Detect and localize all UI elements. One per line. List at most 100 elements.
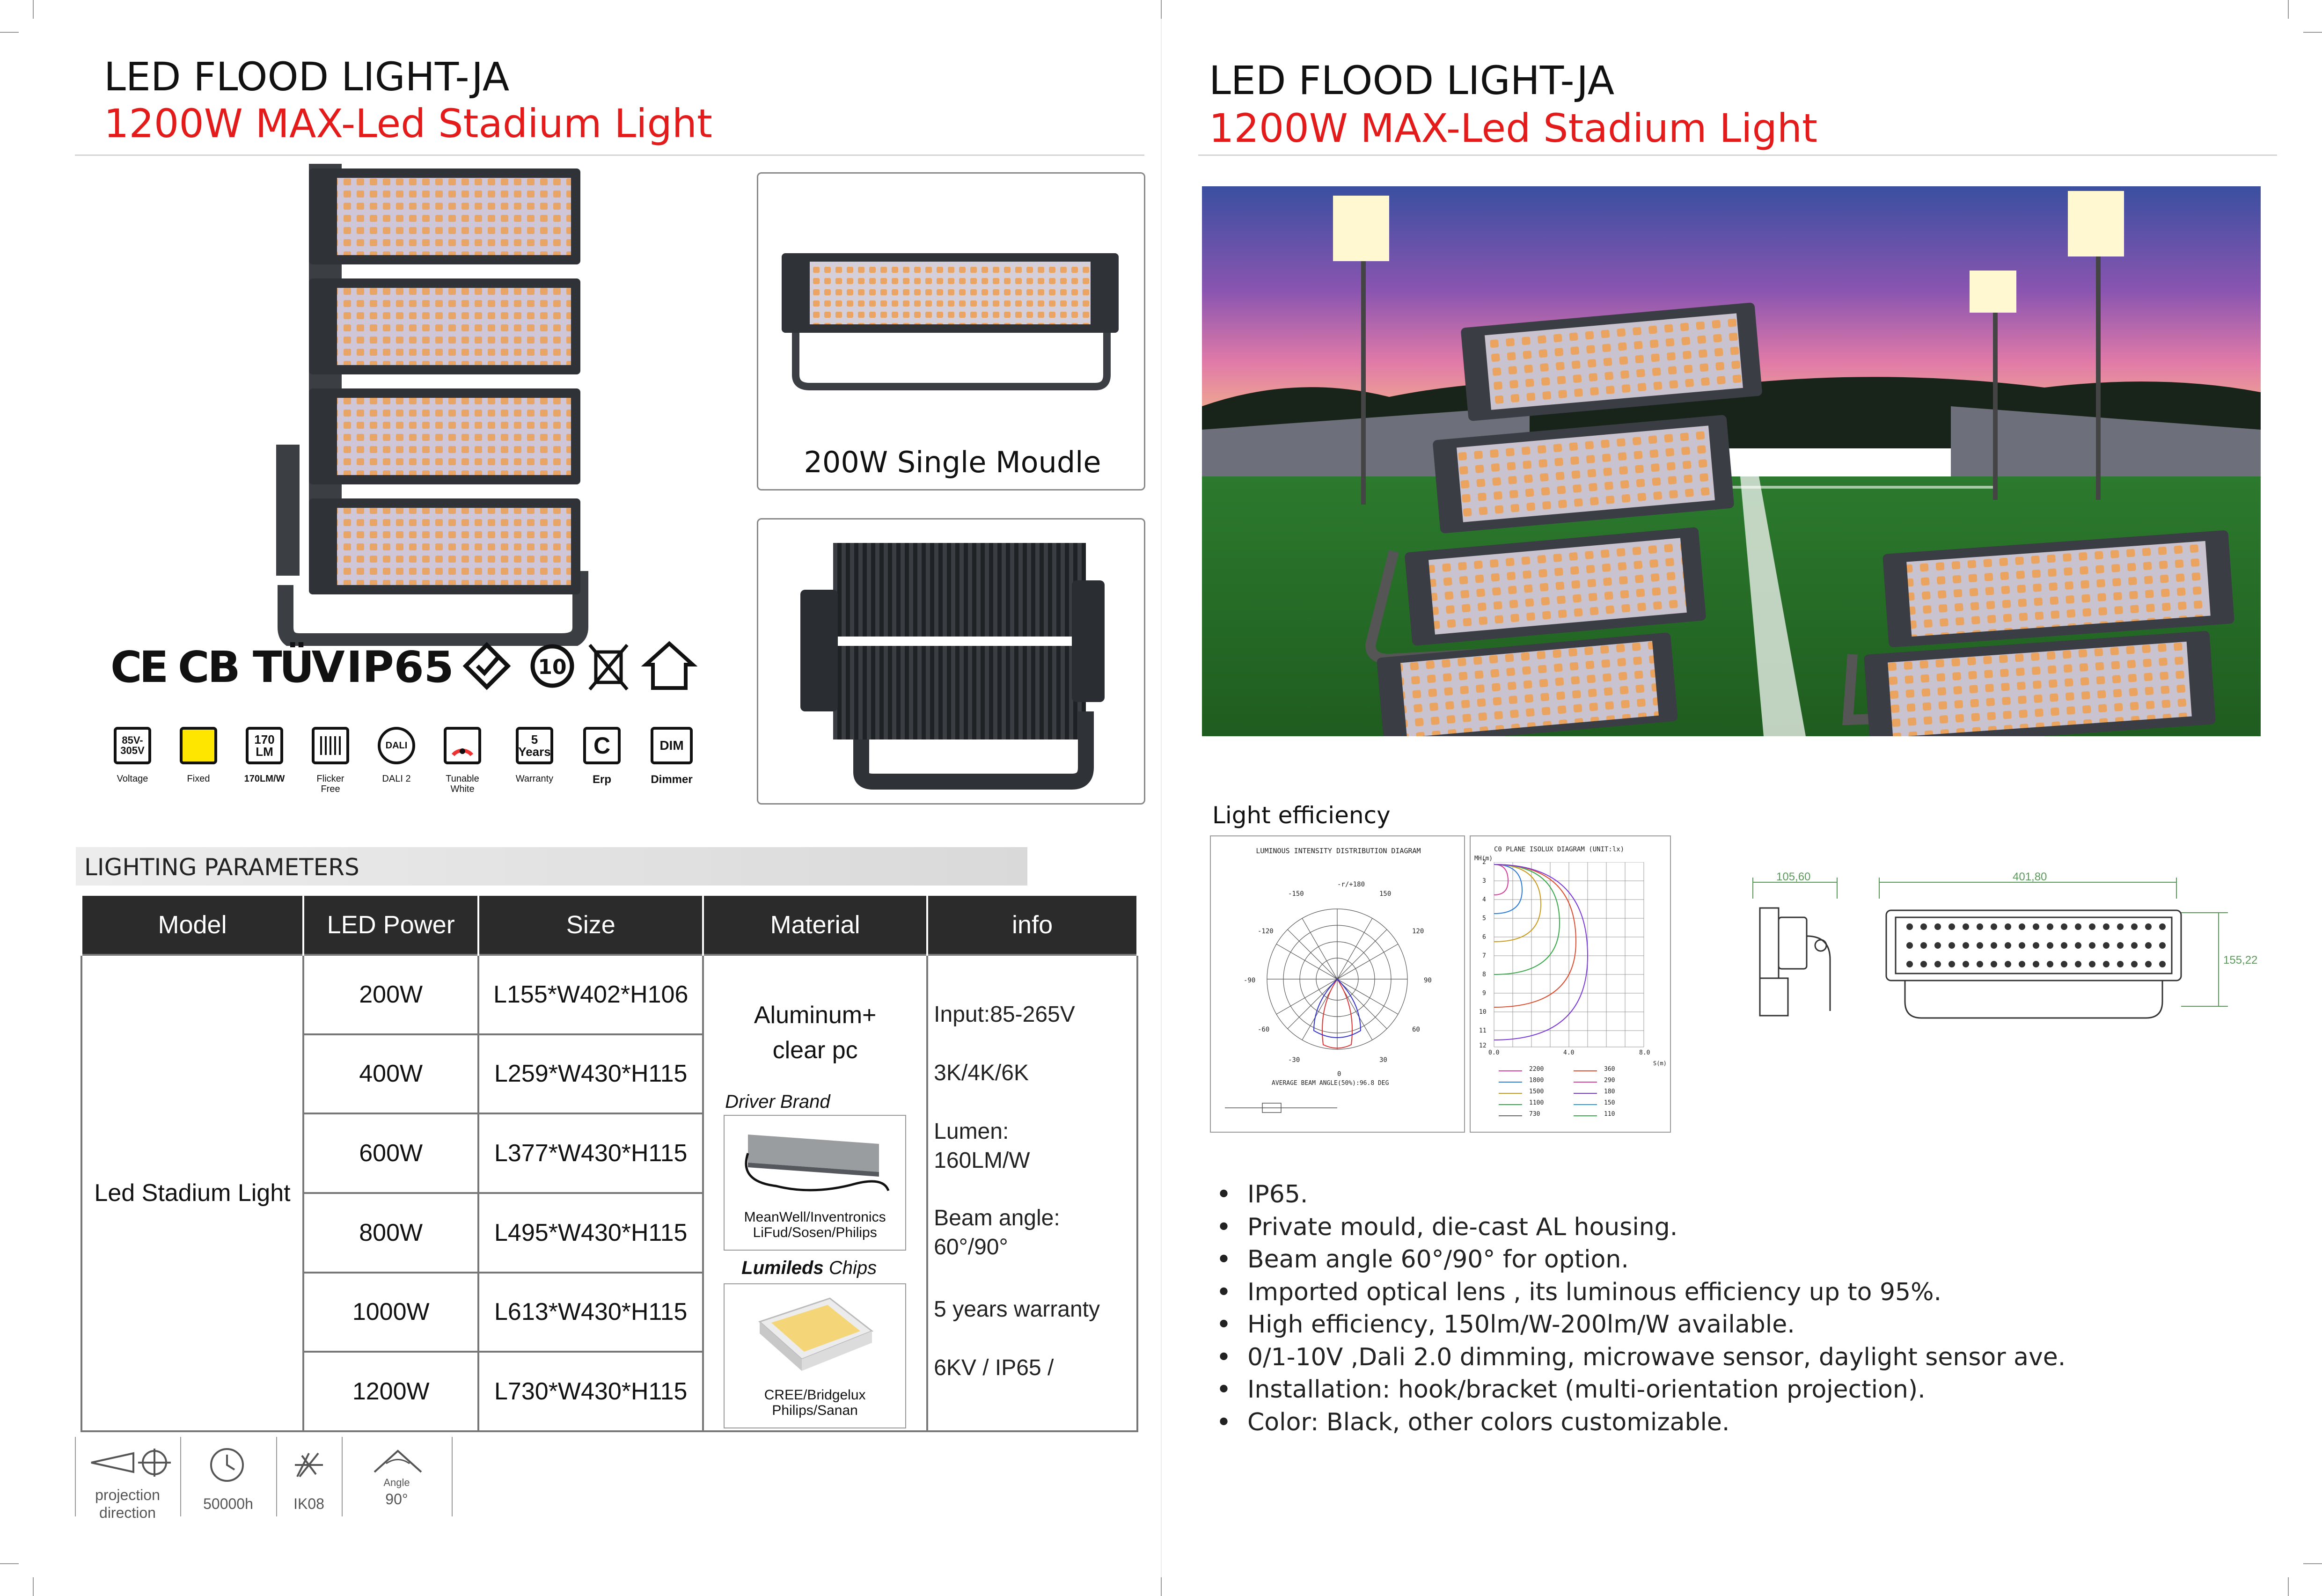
beam-angle-icon bbox=[374, 1450, 422, 1473]
header-material: Material bbox=[702, 894, 929, 955]
lumen-label: 170LM/W bbox=[244, 774, 285, 784]
isolux-chart bbox=[1494, 862, 1644, 1047]
params-heading: LIGHTING PARAMETERS bbox=[84, 854, 359, 881]
polar-angle-top: -r/+180 bbox=[1337, 881, 1365, 888]
isolux-title: C0 PLANE ISOLUX DIAGRAM (UNIT:lx) bbox=[1494, 846, 1625, 853]
header-info: info bbox=[926, 894, 1138, 955]
table-header-row: Model LED Power Size Material info bbox=[80, 894, 1138, 955]
isolux-y-tick: 4 bbox=[1482, 896, 1486, 903]
right-title: LED FLOOD LIGHT-JA bbox=[1209, 58, 1615, 103]
ten-year-mark-text: 10 bbox=[538, 655, 566, 679]
legend-value: 180 bbox=[1604, 1088, 1615, 1095]
flicker-free-label: Flicker Free bbox=[316, 774, 344, 794]
list-item: High efficiency, 150lm/W-200lm/W availab… bbox=[1212, 1309, 2066, 1341]
legend-value: 110 bbox=[1604, 1111, 1615, 1118]
parameters-table: Model LED Power Size Material info Led S… bbox=[80, 894, 1138, 1432]
ce-mark-icon: CE bbox=[110, 642, 168, 692]
product-photo-1200w bbox=[262, 164, 599, 646]
isolux-y-tick: 6 bbox=[1482, 934, 1486, 941]
impact-label: IK08 bbox=[293, 1495, 324, 1512]
impact-ik08-icon bbox=[295, 1452, 323, 1478]
list-item: Imported optical lens , its luminous eff… bbox=[1212, 1276, 2066, 1309]
isolux-y-tick: 5 bbox=[1482, 915, 1486, 922]
dimension-drawing: 105,60 401,80 155,22 bbox=[1732, 871, 2258, 1048]
fixed-icon bbox=[180, 727, 217, 764]
polar-angle-0: 0 bbox=[1337, 1070, 1341, 1078]
header-size: Size bbox=[477, 894, 704, 955]
chip-panel: CREE/Bridgelux Philips/Sanan bbox=[724, 1283, 907, 1428]
dali-icon: DALI bbox=[378, 727, 415, 764]
isolux-diagram-panel: C0 PLANE ISOLUX DIAGRAM (UNIT:lx) MH(m) … bbox=[1470, 835, 1671, 1133]
size-cell: L377*W430*H115 bbox=[477, 1113, 704, 1194]
material-cell: Aluminum+ clear pc Driver Brand MeanWell… bbox=[702, 954, 929, 1432]
polar-angle-m120: -120 bbox=[1258, 928, 1274, 935]
info-warranty: 5 years warranty bbox=[934, 1297, 1100, 1322]
info-lumen: Lumen: 160LM/W bbox=[934, 1119, 1030, 1173]
lumen-icon: 170 LM bbox=[246, 727, 283, 764]
fixed-label: Fixed bbox=[187, 774, 210, 784]
single-module-panel: 200W Single Moudle bbox=[757, 172, 1145, 491]
isolux-y-tick: 2 bbox=[1482, 859, 1486, 866]
legend-value: 1800 bbox=[1529, 1077, 1544, 1084]
polar-chart bbox=[1267, 908, 1408, 1050]
size-cell: L495*W430*H115 bbox=[477, 1192, 704, 1274]
flicker-free-icon bbox=[312, 727, 349, 764]
erp-icon: C bbox=[583, 727, 621, 764]
table-row: Led Stadium Light 200W L155*W402*H106 Al… bbox=[80, 954, 1138, 1432]
dimension-drawing-lines bbox=[1752, 878, 2228, 1019]
driver-photo bbox=[745, 1135, 890, 1192]
chips-heading: Lumileds Chips bbox=[741, 1258, 877, 1279]
tuv-mark-icon: TÜV bbox=[253, 642, 345, 692]
ip65-mark-icon: IP65 bbox=[346, 642, 454, 692]
warranty-icon: 5 Years bbox=[516, 727, 553, 764]
voltage-label: Voltage bbox=[117, 774, 148, 784]
chip-brands: CREE/Bridgelux Philips/Sanan bbox=[764, 1387, 866, 1418]
polar-angle-60: 60 bbox=[1412, 1026, 1420, 1033]
info-input: Input:85-265V bbox=[934, 1002, 1075, 1027]
back-view-photo bbox=[800, 543, 1105, 790]
projection-direction-label: projection direction bbox=[95, 1486, 160, 1522]
params-heading-bar: LIGHTING PARAMETERS bbox=[76, 847, 1027, 886]
beam-angle-label: 90° bbox=[385, 1491, 408, 1508]
list-item: Beam angle 60°/90° for option. bbox=[1212, 1244, 2066, 1276]
isolux-y-tick: 3 bbox=[1482, 878, 1486, 885]
legend-value: 1100 bbox=[1529, 1099, 1544, 1106]
power-cell: 400W bbox=[302, 1033, 480, 1115]
polar-angle-m90: -90 bbox=[1244, 977, 1256, 984]
polar-title: LUMINOUS INTENSITY DISTRIBUTION DIAGRAM bbox=[1256, 847, 1421, 855]
dim-height-label: 155,22 bbox=[2223, 954, 2258, 966]
list-item: Private mould, die-cast AL housing. bbox=[1212, 1211, 2066, 1244]
power-cell: 1200W bbox=[302, 1351, 480, 1432]
polar-angle-m30: -30 bbox=[1288, 1056, 1300, 1064]
info-surge: 6KV / IP65 / bbox=[934, 1355, 1054, 1380]
polar-angle-150: 150 bbox=[1379, 890, 1392, 898]
warranty-label: Warranty bbox=[515, 774, 554, 784]
back-view-panel bbox=[757, 518, 1145, 805]
saa-mark-icon bbox=[462, 642, 511, 690]
polar-scale-bar bbox=[1225, 1103, 1337, 1113]
left-subtitle: 1200W MAX-Led Stadium Light bbox=[104, 101, 712, 146]
list-item: 0/1-10V ,Dali 2.0 dimming, microwave sen… bbox=[1212, 1341, 2066, 1374]
legend-value: 150 bbox=[1604, 1099, 1615, 1106]
legend-value: 290 bbox=[1604, 1077, 1615, 1084]
isolux-y-tick: 12 bbox=[1479, 1042, 1487, 1049]
right-title-rule bbox=[1198, 154, 2277, 156]
legend-value: 2200 bbox=[1529, 1066, 1544, 1073]
left-title-rule bbox=[75, 154, 1144, 156]
erp-label: Erp bbox=[592, 773, 611, 786]
weee-bin-icon bbox=[588, 644, 629, 691]
driver-brands: MeanWell/Inventronics LiFud/Sosen/Philip… bbox=[744, 1209, 886, 1240]
tunable-white-icon bbox=[444, 727, 481, 764]
legend-value: 360 bbox=[1604, 1066, 1615, 1073]
model-cell: Led Stadium Light bbox=[80, 954, 305, 1432]
isolux-y-tick: 10 bbox=[1479, 1009, 1487, 1016]
polar-angle-120: 120 bbox=[1412, 928, 1424, 935]
list-item: IP65. bbox=[1212, 1179, 2066, 1211]
driver-panel: MeanWell/Inventronics LiFud/Sosen/Philip… bbox=[724, 1115, 907, 1251]
power-cell: 800W bbox=[302, 1192, 480, 1274]
